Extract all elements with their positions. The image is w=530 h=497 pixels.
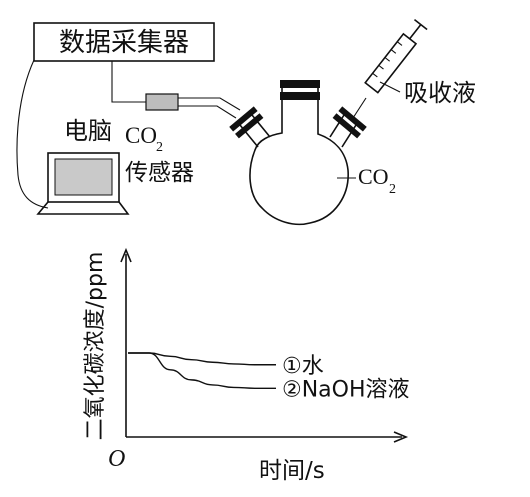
left-stopper-band-top xyxy=(229,106,258,132)
flask-body xyxy=(249,120,349,226)
sensor-label-line2: 传感器 xyxy=(125,160,194,186)
syringe xyxy=(352,19,428,119)
absorbent-leader xyxy=(379,81,401,93)
sensor-probe-bottom xyxy=(178,105,237,119)
co2-sensor xyxy=(145,93,241,119)
sensor-label-co: CO xyxy=(125,123,157,148)
data-collector-label: 数据采集器 xyxy=(59,28,189,58)
syringe-tick xyxy=(390,49,397,54)
sensor-label-sub: 2 xyxy=(156,140,163,155)
monitor-screen xyxy=(54,158,113,196)
sensor-cable xyxy=(111,61,146,103)
monitor-frame xyxy=(47,152,120,203)
syringe-plunger-rod xyxy=(409,24,422,40)
data-collector: 数据采集器 xyxy=(33,22,215,62)
syringe-plunger-head xyxy=(413,19,428,31)
center-stopper-band-bottom xyxy=(280,92,320,100)
right-stopper xyxy=(332,106,367,139)
series-line-2 xyxy=(128,352,276,389)
flask-gas-sub: 2 xyxy=(389,182,396,197)
syringe-tick xyxy=(396,41,403,46)
syringe-tick xyxy=(378,64,384,70)
data-collector-box xyxy=(33,22,215,62)
three-neck-flask xyxy=(229,80,367,226)
left-stopper xyxy=(229,106,264,139)
absorbent-label: 吸收液 xyxy=(404,79,476,107)
center-stopper-band-top xyxy=(280,80,320,88)
origin-label: O xyxy=(108,446,125,472)
sensor-probe-top xyxy=(178,97,241,111)
left-stopper-band-bottom xyxy=(235,113,264,139)
series-line-1 xyxy=(128,352,276,366)
right-stopper-band-bottom xyxy=(332,113,361,139)
sensor-body xyxy=(145,93,179,111)
x-axis-arrow xyxy=(393,431,409,443)
series-label-2: ②NaOH溶液 xyxy=(282,377,410,402)
computer-cable xyxy=(16,59,49,209)
computer-label: 电脑 xyxy=(64,117,112,145)
right-stopper-band-top xyxy=(338,106,367,132)
syringe-tick xyxy=(372,72,378,78)
series-label-1: ①水 xyxy=(282,354,324,379)
x-axis-label: 时间/s xyxy=(259,458,325,484)
syringe-barrel-group xyxy=(364,19,428,94)
laptop-base xyxy=(36,201,130,215)
syringe-tick xyxy=(384,57,390,62)
computer: 电脑 xyxy=(36,117,130,215)
apparatus: 数据采集器 电脑 CO 2 传感器 xyxy=(16,19,476,226)
sensor-label: CO 2 传感器 xyxy=(125,123,194,186)
syringe-needle xyxy=(352,97,367,119)
y-axis-arrow xyxy=(120,247,132,263)
y-axis-label: 二氧化碳浓度/ppm xyxy=(83,252,108,441)
flask-gas-label: CO xyxy=(358,164,389,189)
